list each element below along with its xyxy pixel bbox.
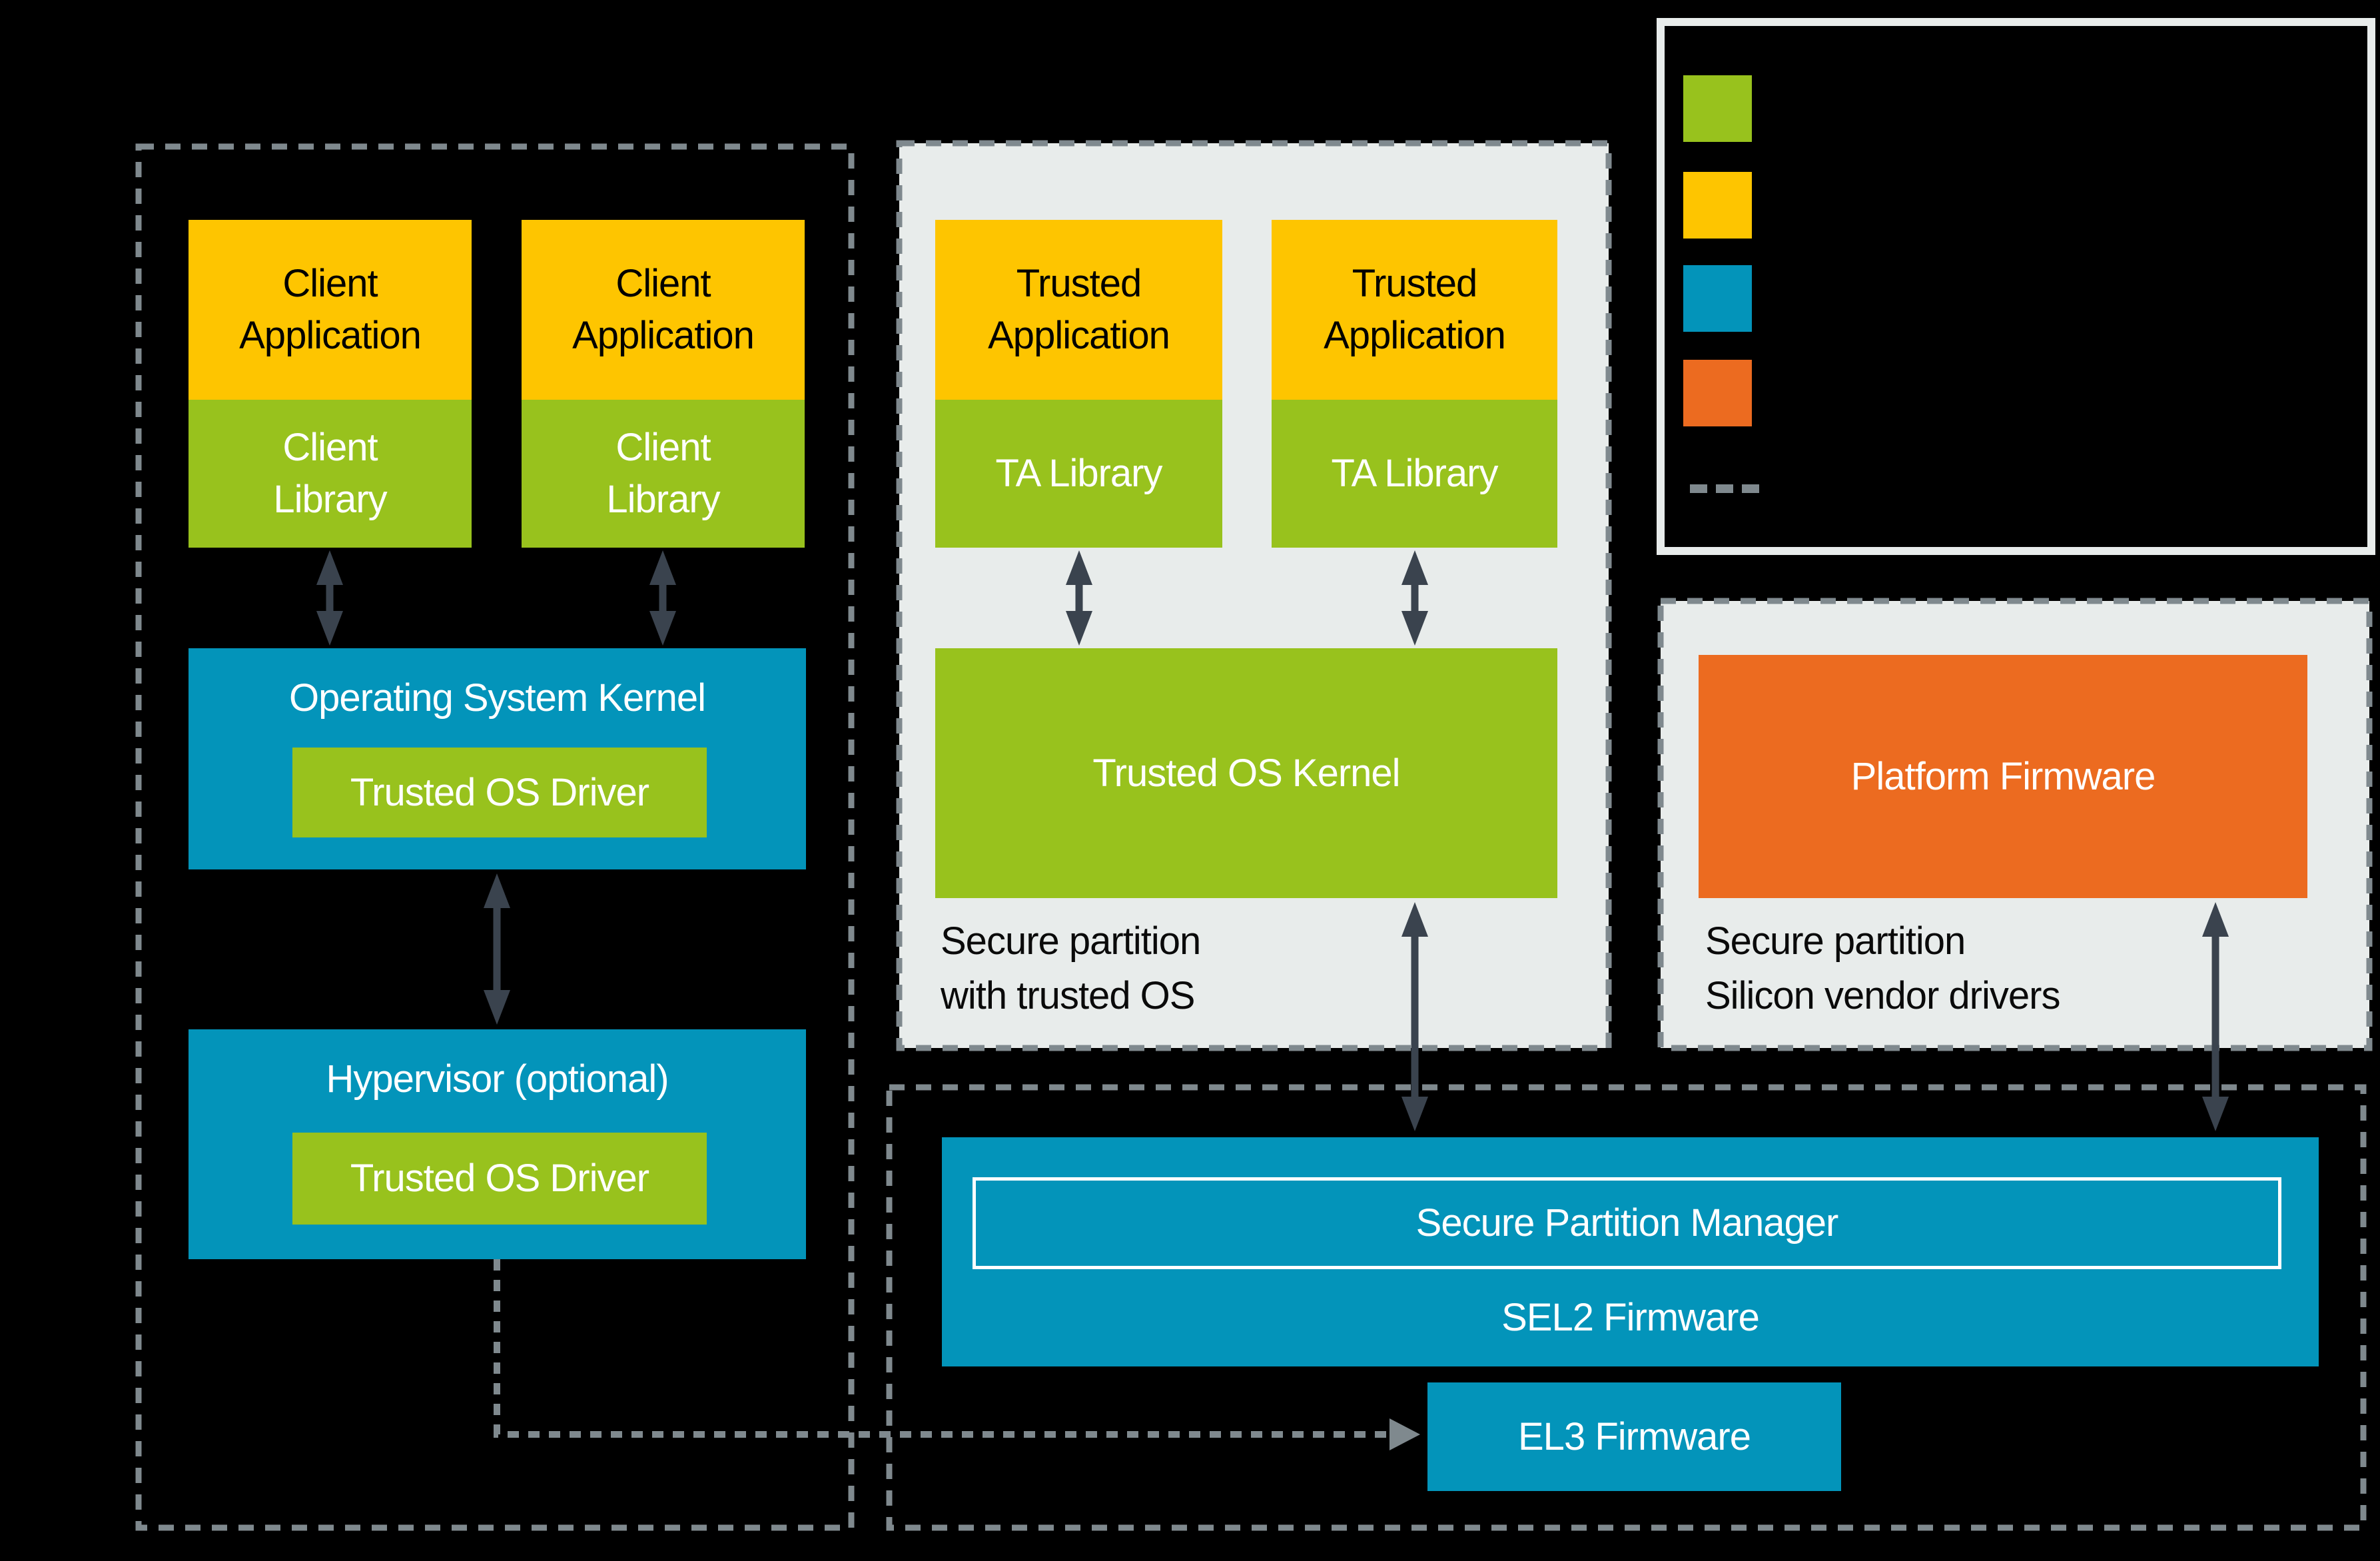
trusted-application-block-b: Trusted Application [1272, 220, 1557, 400]
ta-library-block-a: TA Library [935, 400, 1222, 548]
el3-firmware-label: EL3 Firmware [1518, 1414, 1751, 1458]
vendor-panel-caption: Secure partition Silicon vendor drivers [1705, 919, 2060, 1017]
arrow-client-b-os [649, 550, 676, 646]
platform-firmware-block: Platform Firmware [1699, 655, 2307, 898]
platform-firmware-label: Platform Firmware [1850, 754, 2156, 798]
ta-library-label: TA Library [1331, 452, 1498, 495]
client-application-label: Client Application [572, 262, 755, 357]
sel2-firmware-block: Secure Partition Manager SEL2 Firmware [942, 1137, 2319, 1366]
normal-world-dashed-box [135, 143, 855, 1531]
dashed-arrowhead-icon [1389, 1418, 1420, 1450]
arrow-os-hypervisor [484, 873, 510, 1025]
ta-library-label: TA Library [995, 452, 1162, 495]
arrow-platform-spm [2202, 902, 2229, 1131]
os-kernel-label: Operating System Kernel [289, 676, 706, 720]
arrow-ta-b-kernel [1401, 550, 1428, 646]
client-library-label: Client Library [273, 426, 387, 521]
arrow-trusted-os-spm [1401, 902, 1428, 1131]
el3-firmware-block: EL3 Firmware [1427, 1382, 1841, 1491]
ta-library-block-b: TA Library [1272, 400, 1557, 548]
trusted-application-label: Trusted Application [1324, 262, 1506, 357]
legend-green-swatch [1683, 75, 1752, 142]
client-library-block-b: Client Library [522, 400, 805, 548]
os-kernel-block: Operating System Kernel Trusted OS Drive… [189, 648, 806, 869]
secure-os-panel-caption: Secure partition with trusted OS [941, 919, 1201, 1017]
secure-partition-manager-label: Secure Partition Manager [1415, 1201, 1839, 1245]
legend-dashed-line-sample [1690, 484, 1759, 496]
hypervisor-block: Hypervisor (optional) Trusted OS Driver [189, 1029, 806, 1259]
client-application-block-a: Client Application [189, 220, 472, 400]
legend-blue-swatch [1683, 265, 1752, 332]
arrow-client-a-os [316, 550, 343, 646]
legend-box [1657, 18, 2375, 555]
trusted-os-driver-label: Trusted OS Driver [350, 770, 649, 814]
sel2-firmware-label: SEL2 Firmware [1501, 1296, 1760, 1339]
trusted-application-label: Trusted Application [988, 262, 1170, 357]
sel2-dashed-box [886, 1084, 2367, 1531]
trusted-os-kernel-label: Trusted OS Kernel [1092, 751, 1400, 795]
trusted-application-block-a: Trusted Application [935, 220, 1222, 400]
trusted-os-driver-block: Trusted OS Driver [292, 1133, 707, 1225]
client-library-block-a: Client Library [189, 400, 472, 548]
secure-partition-manager-block: Secure Partition Manager [973, 1177, 2281, 1269]
client-application-label: Client Application [239, 262, 422, 357]
client-application-block-b: Client Application [522, 220, 805, 400]
trusted-os-kernel-block: Trusted OS Kernel [935, 648, 1557, 898]
legend-orange-swatch [1683, 360, 1752, 426]
arrow-ta-a-kernel [1066, 550, 1092, 646]
trusted-os-driver-block: Trusted OS Driver [292, 748, 707, 837]
hypervisor-label: Hypervisor (optional) [326, 1057, 669, 1101]
trusted-os-driver-label: Trusted OS Driver [350, 1157, 649, 1200]
legend-yellow-swatch [1683, 172, 1752, 239]
dashed-connector-hypervisor-el3 [494, 1259, 1420, 1450]
client-library-label: Client Library [606, 426, 720, 521]
